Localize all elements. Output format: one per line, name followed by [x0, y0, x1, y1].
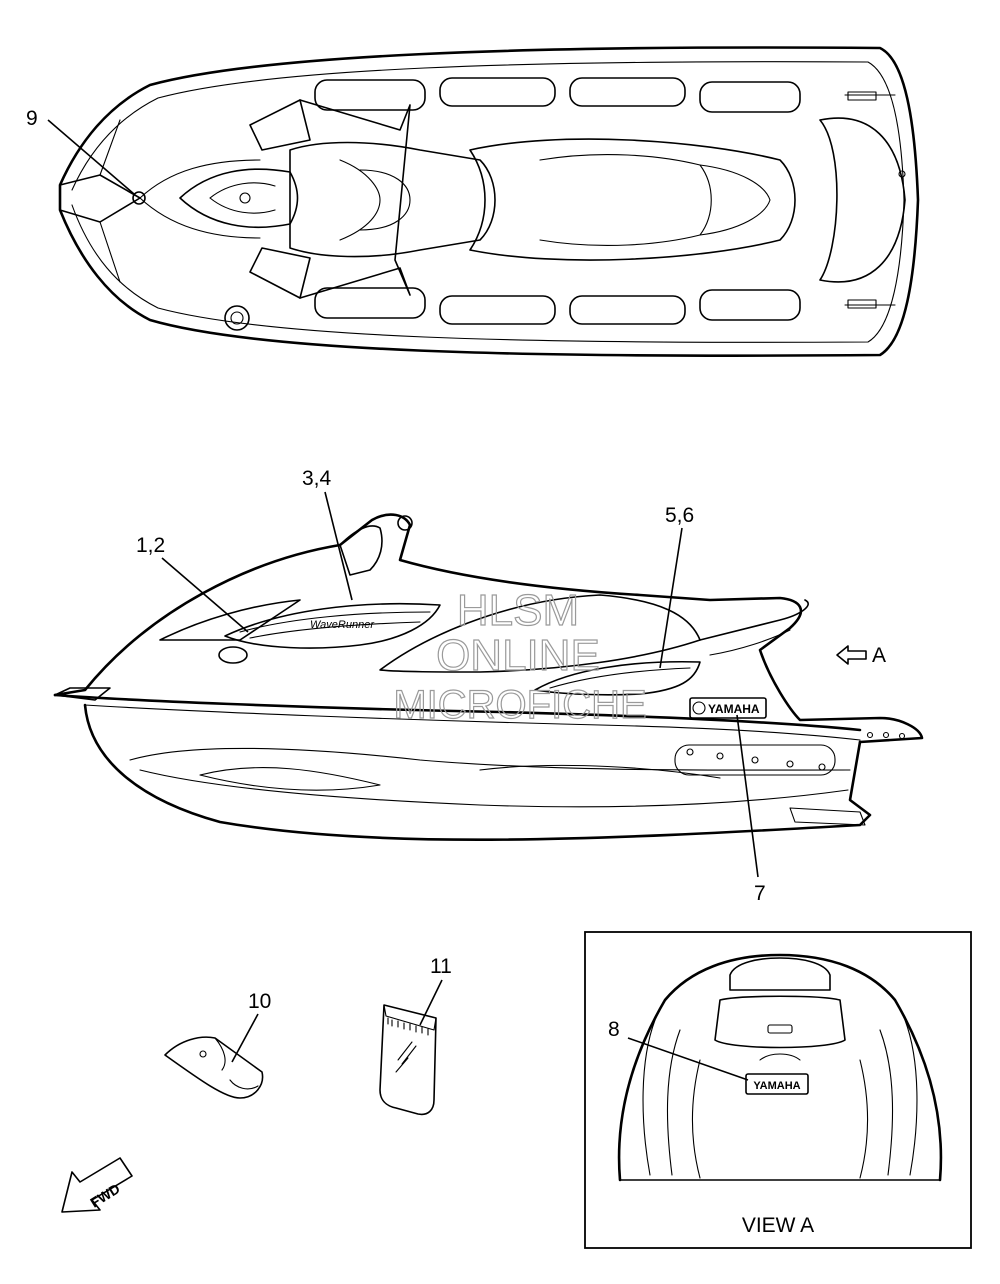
side-view-watercraft: WaveRunner YAMAHA	[53, 513, 924, 842]
view-a-caption: VIEW A	[742, 1214, 814, 1237]
view-a-frame	[584, 931, 972, 1249]
callout-1-2: 1,2	[136, 534, 249, 633]
watermark-line-2: ONLINE	[436, 631, 600, 680]
side-yamaha-text: YAMAHA	[708, 702, 760, 716]
callout-7: 7	[736, 714, 766, 905]
bow-decal-script: WaveRunner	[310, 619, 375, 631]
callout-5-6: 5,6	[659, 504, 694, 669]
callout-label-8: 8	[608, 1018, 620, 1041]
view-a-indicator: A	[836, 644, 886, 667]
callout-leader-1-2	[161, 557, 249, 633]
fwd-arrow-icon: FWD	[61, 1157, 133, 1213]
callout-leader-5-6	[659, 527, 683, 669]
watermark-line-1: HLSM	[457, 586, 579, 635]
callout-leader-9	[47, 119, 135, 195]
callout-label-7: 7	[754, 882, 766, 905]
callout-leader-7	[736, 714, 759, 878]
watermark: HLSM ONLINE MICROFICHE	[393, 585, 648, 727]
watermark-line-3: MICROFICHE	[393, 683, 646, 727]
callout-label-1-2: 1,2	[136, 534, 165, 557]
callout-9: 9	[26, 107, 135, 195]
view-a-arrow-icon	[836, 645, 867, 665]
top-view-watercraft	[58, 46, 920, 357]
callout-3-4: 3,4	[302, 467, 353, 601]
callout-label-11: 11	[430, 955, 452, 978]
callout-leader-3-4	[324, 491, 353, 601]
callout-leader-10	[231, 1013, 259, 1063]
callout-leader-8	[627, 1037, 749, 1081]
view-a-panel: YAMAHA 8 VIEW A	[584, 931, 972, 1249]
callout-label-10: 10	[248, 990, 271, 1013]
callout-leader-11	[419, 979, 443, 1026]
view-a-marker-label: A	[872, 644, 886, 667]
part-10-decal: 10	[164, 990, 271, 1099]
callout-label-9: 9	[26, 107, 38, 130]
rear-yamaha-text: YAMAHA	[753, 1080, 800, 1092]
callout-label-3-4: 3,4	[302, 467, 332, 490]
part-11-manual-pouch: 11	[379, 955, 452, 1116]
callout-label-5-6: 5,6	[665, 504, 694, 527]
